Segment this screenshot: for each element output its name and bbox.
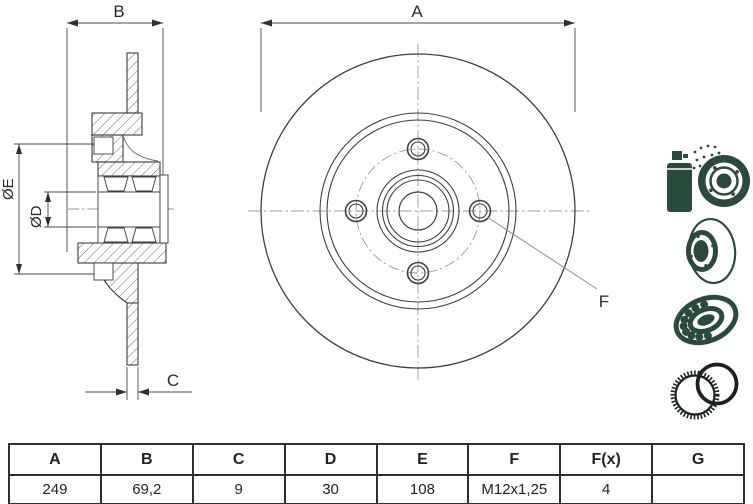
roller-upper-right bbox=[131, 176, 157, 192]
table-header-row: A B C D E F F(x) G bbox=[8, 443, 745, 476]
arrowhead-left-icon bbox=[67, 19, 78, 27]
arrowhead-left-icon bbox=[138, 388, 149, 396]
header-f: F bbox=[467, 443, 562, 476]
arrowhead-right-icon bbox=[116, 388, 127, 396]
dimension-table: A B C D E F F(x) G 249 69,2 9 30 108 M12… bbox=[8, 443, 745, 504]
section-body bbox=[77, 52, 167, 366]
arrowhead-right-icon bbox=[564, 19, 575, 27]
disc-circles bbox=[260, 53, 576, 369]
bearing-bore bbox=[97, 191, 161, 228]
roller-lower-right bbox=[131, 227, 157, 243]
bolt-circle bbox=[355, 148, 481, 274]
hat-profile-curve bbox=[122, 134, 159, 162]
hole-f-label: F bbox=[599, 292, 609, 311]
arrowhead-right-icon bbox=[152, 19, 163, 27]
front-view: A F bbox=[248, 2, 609, 380]
roller-lower-left bbox=[103, 227, 129, 243]
header-fx: F(x) bbox=[559, 443, 654, 476]
dimension-a-label: A bbox=[411, 2, 423, 21]
spray-coating-disc-icon bbox=[667, 144, 750, 212]
section-view: B bbox=[0, 2, 192, 400]
value-fx: 4 bbox=[559, 474, 654, 504]
header-d: D bbox=[283, 443, 378, 476]
header-b: B bbox=[99, 443, 194, 476]
value-b: 69,2 bbox=[99, 474, 194, 504]
dimension-c-label: C bbox=[167, 371, 179, 390]
dimension-e-label: ØE bbox=[0, 178, 17, 200]
hub-face bbox=[159, 174, 169, 244]
arrowhead-left-icon bbox=[261, 19, 272, 27]
f-leader-line bbox=[486, 216, 598, 290]
value-f: M12x1,25 bbox=[467, 474, 562, 504]
dimension-a bbox=[260, 22, 576, 112]
product-icons bbox=[667, 144, 750, 420]
header-a: A bbox=[8, 443, 102, 476]
table-value-row: 249 69,2 9 30 108 M12x1,25 4 bbox=[8, 474, 745, 504]
brake-disc-icon bbox=[686, 217, 737, 285]
flange-bolt-hole-top bbox=[93, 136, 114, 155]
value-a: 249 bbox=[8, 474, 102, 504]
dimension-d bbox=[44, 191, 96, 228]
bolt-holes bbox=[344, 137, 492, 285]
dimension-b-label: B bbox=[113, 2, 124, 21]
abs-ring-icon bbox=[670, 362, 739, 420]
arrowhead-up-icon bbox=[45, 192, 51, 202]
dimension-d-label: ØD bbox=[28, 205, 45, 228]
value-e: 108 bbox=[375, 474, 470, 504]
value-c: 9 bbox=[191, 474, 286, 504]
wheel-bearing-icon bbox=[673, 294, 739, 346]
section-details bbox=[93, 134, 169, 281]
brake-disc-drawing: B bbox=[0, 2, 750, 420]
arrowhead-up-icon bbox=[16, 144, 22, 154]
spray-dots-icon bbox=[692, 144, 721, 170]
value-d: 30 bbox=[283, 474, 378, 504]
header-c: C bbox=[191, 443, 286, 476]
header-e: E bbox=[375, 443, 470, 476]
roller-upper-left bbox=[103, 176, 129, 192]
flange-bolt-hole-bottom bbox=[93, 262, 114, 281]
arrowhead-down-icon bbox=[45, 217, 51, 227]
header-g: G bbox=[651, 443, 745, 476]
value-g bbox=[651, 474, 745, 504]
dimension-e bbox=[14, 143, 94, 275]
dimension-b bbox=[66, 22, 164, 252]
arrowhead-down-icon bbox=[16, 264, 22, 274]
